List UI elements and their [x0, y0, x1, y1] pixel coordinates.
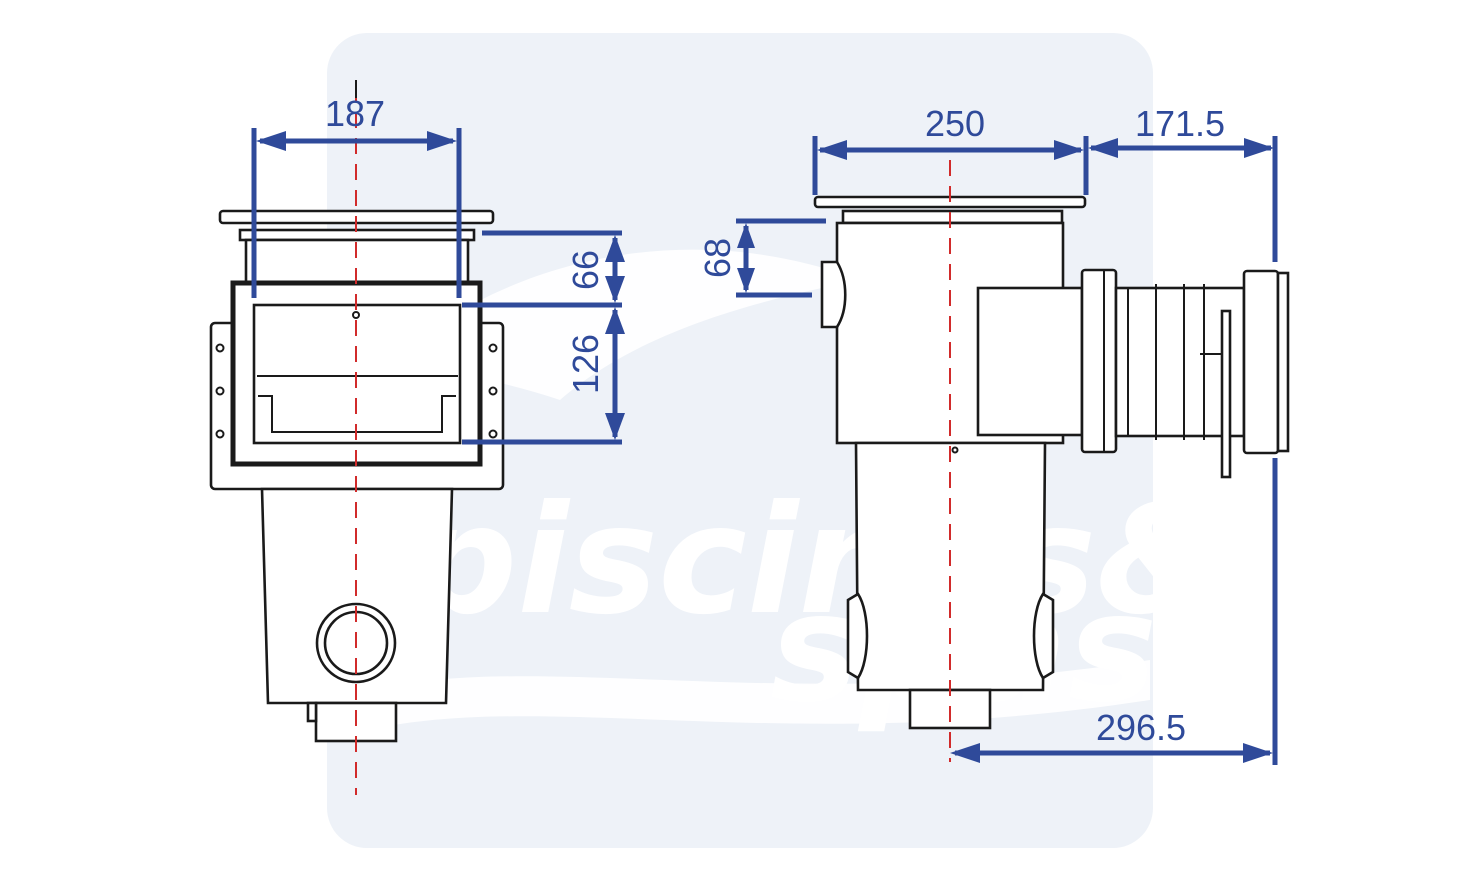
- screw-hole: [488, 429, 498, 439]
- dim-250-arrow-left: [817, 140, 847, 160]
- front-bottom-tab: [306, 701, 318, 723]
- dim-250-arrow-right: [1054, 140, 1084, 160]
- dim-171-arrow-left: [1088, 138, 1118, 158]
- label-side-flange-width: 250: [925, 103, 985, 144]
- label-side-inlet-height: 68: [697, 238, 738, 278]
- label-front-width: 187: [325, 93, 385, 134]
- side-mount-bracket: [1220, 309, 1232, 479]
- dim-126-arrow-bottom: [605, 413, 625, 440]
- dim-66-arrow-top: [605, 235, 625, 262]
- side-right-lug: [1032, 592, 1055, 680]
- side-left-lug: [846, 592, 869, 680]
- dim-68-arrow-bottom: [737, 268, 755, 293]
- label-front-lower-height: 126: [565, 334, 606, 394]
- label-side-pipe-length: 171.5: [1135, 103, 1225, 144]
- screw-hole: [215, 343, 225, 353]
- side-end-cap: [1276, 271, 1290, 453]
- dim-171-arrow-right: [1244, 138, 1274, 158]
- screw-hole: [215, 429, 225, 439]
- screw-hole: [488, 386, 498, 396]
- watermark-line1: piscines&: [408, 474, 1227, 648]
- dim-68-arrow-top: [737, 223, 755, 248]
- side-pipe-collar: [1080, 268, 1118, 454]
- dim-126-arrow-top: [605, 307, 625, 334]
- side-collar: [841, 209, 1064, 225]
- label-side-axis-to-pipe-end: 296.5: [1096, 707, 1186, 748]
- front-screw-holes: [215, 343, 498, 439]
- screw-hole: [488, 343, 498, 353]
- side-end-fitting: [1242, 269, 1280, 455]
- front-top-screw: [352, 311, 360, 319]
- dim-66-arrow-bottom: [605, 276, 625, 303]
- dim-296-arrow-left: [950, 743, 980, 763]
- side-inlet-nub: [820, 260, 847, 329]
- side-pipe-ribs: [1127, 284, 1205, 440]
- watermark-swoosh: [390, 249, 860, 400]
- label-front-upper-height: 66: [565, 250, 606, 290]
- dim-187-arrow-right: [427, 131, 457, 151]
- side-body-mark: [951, 446, 959, 454]
- screw-hole: [215, 386, 225, 396]
- dimension-labels: 187 66 126 250 171.5 68 296.5: [325, 93, 1225, 748]
- dim-296-arrow-right: [1243, 743, 1273, 763]
- side-outlet-box: [976, 286, 1084, 437]
- dimension-lines: [251, 128, 1278, 765]
- dim-187-arrow-left: [256, 131, 286, 151]
